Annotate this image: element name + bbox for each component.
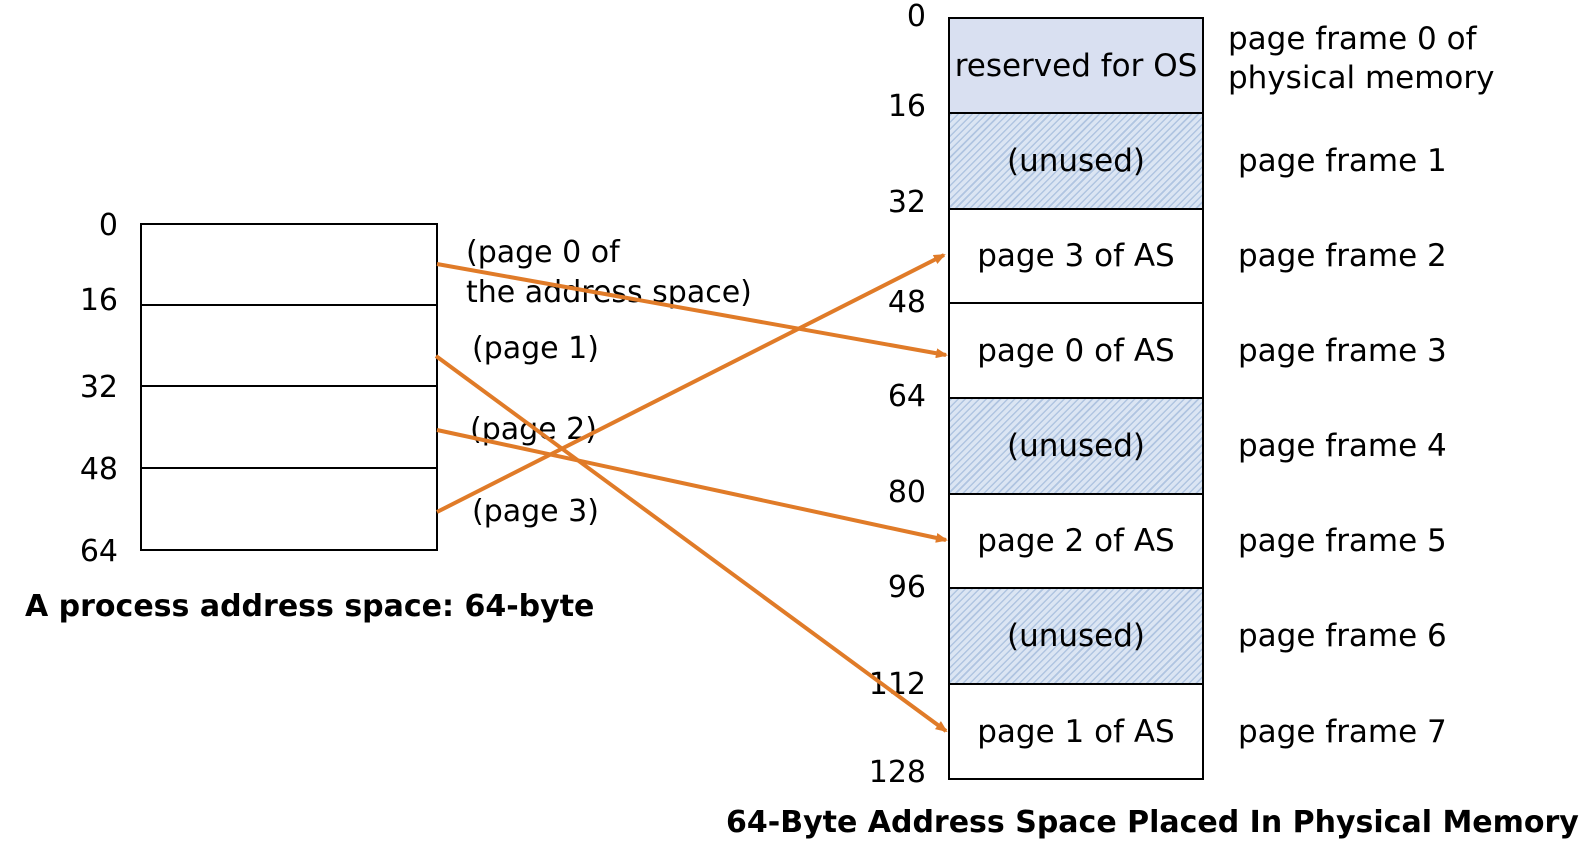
frame-6-label: page frame 6 [1238,618,1447,654]
pm-offset-0: 0 [906,0,926,34]
frame-5: page 2 of AS [948,493,1204,589]
frame-4-content: (unused) [1006,428,1146,464]
frame-6-content: (unused) [1006,618,1146,654]
frame-3-label: page frame 3 [1238,333,1447,369]
frame-4-label: page frame 4 [1238,428,1447,464]
page-3-label: (page 3) [472,494,599,529]
physical-memory-caption: 64-Byte Address Space Placed In Physical… [726,805,1579,840]
pm-offset-80: 80 [887,475,926,510]
frame-5-content: page 2 of AS [977,523,1175,559]
frame-0-label-line-2: physical memory [1228,60,1495,96]
pm-offset-64: 64 [887,379,926,414]
page-1-label: (page 1) [472,331,599,366]
pm-offset-48: 48 [887,285,926,320]
as-offset-16: 16 [79,283,118,318]
pm-offset-32: 32 [887,185,926,220]
address-space-box [140,223,438,551]
page-0-label-line-2: the address space) [466,275,752,310]
frame-6-unused: (unused) [948,587,1204,685]
arrow-page-0-to-frame-3 [436,262,948,359]
frame-4-unused: (unused) [948,397,1204,495]
frame-7: page 1 of AS [948,683,1204,780]
pm-offset-16: 16 [887,89,926,124]
arrow-page-3-to-frame-2 [436,253,946,514]
page-0-label-line-1: (page 0 of [466,235,620,270]
address-space-divider [140,385,438,387]
frame-2-content: page 3 of AS [977,238,1175,274]
arrow-page-2-to-frame-5 [436,428,948,543]
pm-offset-96: 96 [887,570,926,605]
frame-1-unused: (unused) [948,112,1204,210]
frame-3-content: page 0 of AS [977,332,1175,369]
address-space-divider [140,304,438,306]
frame-7-label: page frame 7 [1238,714,1447,750]
pm-offset-128: 128 [868,755,926,790]
as-offset-48: 48 [79,452,118,487]
address-space-divider [140,467,438,469]
frame-1-content: (unused) [1006,143,1146,179]
frame-7-content: page 1 of AS [977,713,1175,750]
address-space-caption: A process address space: 64-byte [25,589,595,624]
as-offset-0: 0 [98,208,118,243]
frame-2-label: page frame 2 [1238,238,1447,274]
frame-0-content: reserved for OS [954,47,1198,84]
arrow-page-1-to-frame-7 [434,354,948,733]
frame-0-reserved: reserved for OS [948,17,1204,114]
frame-5-label: page frame 5 [1238,523,1447,559]
as-offset-64: 64 [79,534,118,569]
frame-0-label-line-1: page frame 0 of [1228,21,1477,57]
frame-1-label: page frame 1 [1238,143,1447,179]
as-offset-32: 32 [79,370,118,405]
